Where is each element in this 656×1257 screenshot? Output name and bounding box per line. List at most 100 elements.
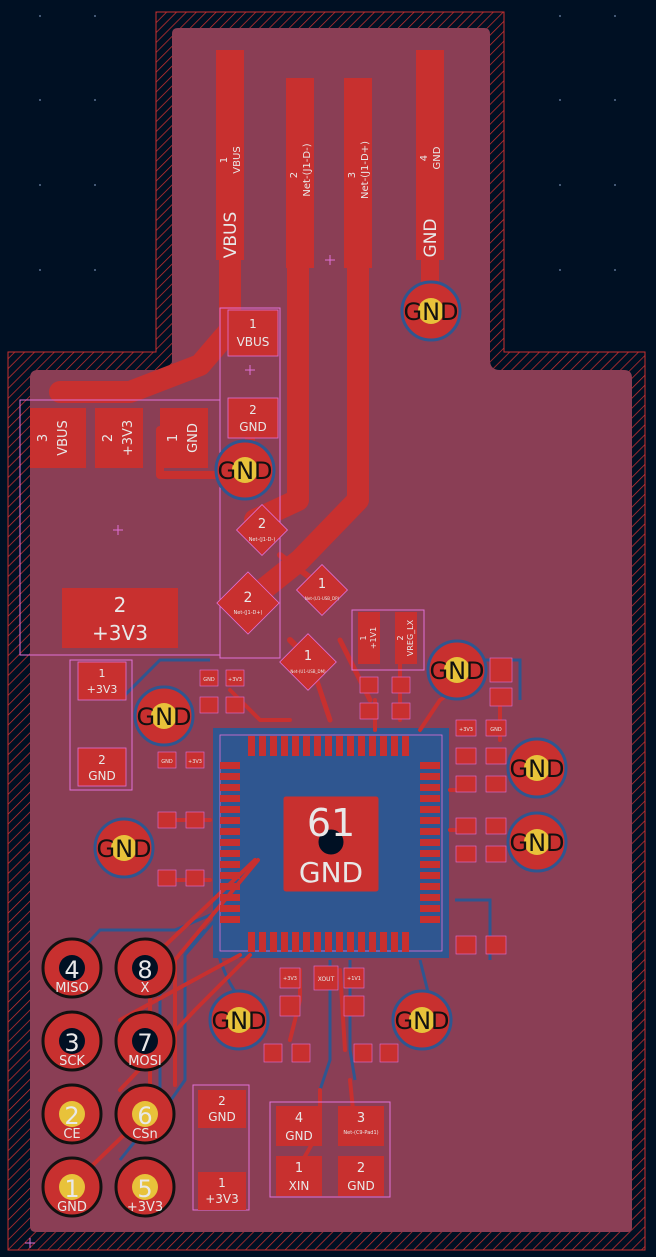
- pad-x3[interactable]: [338, 1106, 384, 1146]
- gnd-via-7[interactable]: GND: [93, 817, 155, 879]
- usb-pad-dplus[interactable]: [344, 78, 372, 268]
- header-pin-6-name: CSn: [132, 1127, 158, 1142]
- pad-d2-num: 2: [244, 590, 253, 606]
- pad-c2-num: 2: [249, 403, 257, 417]
- header-pin-8-name: X: [141, 981, 150, 996]
- pad-reg3[interactable]: [30, 408, 86, 468]
- label-xout: XOUT: [318, 976, 335, 983]
- header-pin-8[interactable]: 8X: [114, 937, 176, 999]
- pad-x2[interactable]: [338, 1156, 384, 1196]
- pad-r1-num: 1: [318, 577, 326, 592]
- header-pin-5-name: +3V3: [127, 1200, 163, 1215]
- usb-pad-dminus[interactable]: [286, 78, 314, 268]
- gnd-via-6[interactable]: GND: [506, 811, 568, 873]
- pad-x2-num: 2: [357, 1161, 365, 1176]
- header-pin-3-name: SCK: [59, 1054, 85, 1069]
- header-pin-4-name: MISO: [55, 981, 89, 996]
- pad-cap-a1-net: +3V3: [87, 683, 118, 696]
- pad-l1[interactable]: [358, 612, 380, 664]
- gnd-via-8[interactable]: GND: [208, 989, 270, 1051]
- gnd-via-4-label: GND: [136, 703, 191, 731]
- usb-pad2-net: Net-(J1-D-): [302, 143, 313, 196]
- pad-reg3-net: VBUS: [56, 420, 71, 456]
- pad-cap-b1-net: +3V3: [205, 1192, 239, 1206]
- gnd-via-9-label: GND: [394, 1007, 449, 1035]
- pad-l2[interactable]: [395, 612, 417, 664]
- pad-x4[interactable]: [276, 1106, 322, 1146]
- mcu-ep-via[interactable]: [315, 826, 347, 858]
- pad-cap-a2-net: GND: [88, 769, 116, 783]
- pad-x3-num: 3: [357, 1111, 365, 1126]
- header-pin-7-num: 7: [137, 1029, 152, 1057]
- label-gnd-a: GND: [203, 677, 215, 683]
- pad-d1[interactable]: [235, 503, 289, 557]
- gnd-via-3[interactable]: GND: [426, 639, 488, 701]
- usb-pad3-num: 3: [347, 172, 358, 178]
- gnd-via-4[interactable]: GND: [133, 685, 195, 747]
- pad-x1[interactable]: [276, 1156, 322, 1196]
- cap-b: 2 GND 1 +3V3: [198, 1090, 246, 1210]
- pad-r2[interactable]: [279, 633, 337, 691]
- header-pin-5[interactable]: 5+3V3: [114, 1156, 176, 1218]
- pad-r2-net: Net-(U1-USB_DM): [290, 669, 326, 674]
- usb-pad4-num: 4: [419, 155, 430, 161]
- pad-reg2-num: 2: [101, 434, 116, 442]
- pad-c2-net: GND: [239, 420, 267, 434]
- header-pin-5-num: 5: [137, 1175, 152, 1203]
- gnd-via-5[interactable]: GND: [506, 737, 568, 799]
- pad-cap-a2-num: 2: [98, 753, 106, 767]
- usb-pad-gnd[interactable]: [416, 50, 444, 260]
- header-pin-7-name: MOSI: [128, 1054, 162, 1069]
- pad-cap-a1[interactable]: [77, 661, 127, 701]
- pad-reg2-net: +3V3: [121, 420, 136, 456]
- usb-pad1-net: VBUS: [232, 146, 243, 173]
- gnd-via-9[interactable]: GND: [391, 989, 453, 1051]
- pad-cap-b2[interactable]: [198, 1090, 246, 1128]
- pad-reg-tab[interactable]: [62, 588, 178, 648]
- pad-x4-num: 4: [295, 1111, 303, 1126]
- usb-big-vbus: VBUS: [221, 212, 241, 259]
- gnd-via-5-label: GND: [509, 755, 564, 783]
- grid-dots: [39, 15, 616, 271]
- header-pin-1-name: GND: [57, 1200, 87, 1215]
- pad-reg1[interactable]: [160, 408, 208, 468]
- pad-cap-b2-num: 2: [218, 1094, 226, 1108]
- pad-reg2[interactable]: [95, 408, 143, 468]
- pad-cap-a2[interactable]: [77, 747, 127, 787]
- gnd-via-6-label: GND: [509, 829, 564, 857]
- mcu-ep-num: 61: [307, 801, 355, 845]
- usb-pad-vbus[interactable]: [216, 50, 244, 260]
- pad-reg-tab-net: +3V3: [92, 621, 148, 645]
- gnd-via-1[interactable]: GND: [400, 280, 462, 342]
- pad-c2[interactable]: [227, 397, 279, 439]
- pad-r2-num: 1: [304, 649, 312, 664]
- pad-r1[interactable]: [295, 563, 349, 617]
- pad-d1-net: Net-(J1-D-): [249, 537, 276, 543]
- pad-d2[interactable]: [216, 571, 280, 635]
- pad-reg1-net: GND: [186, 423, 201, 453]
- pad-xout[interactable]: [313, 965, 339, 991]
- pad-l2-num: 2: [396, 635, 405, 640]
- pad-c1[interactable]: [227, 309, 279, 357]
- pad-l1-num: 1: [359, 635, 368, 640]
- pad-cap-b1[interactable]: [198, 1172, 246, 1210]
- passives-small: [157, 657, 513, 1063]
- pad-d1-num: 2: [258, 517, 266, 532]
- cap-a: 1 +3V3 2 GND: [77, 661, 127, 787]
- gnd-via-2-label: GND: [217, 457, 272, 485]
- gnd-via-3-label: GND: [429, 657, 484, 685]
- header-pin-2[interactable]: 2CE: [41, 1083, 103, 1145]
- gnd-via-2[interactable]: GND: [214, 439, 276, 501]
- pad-x4-net: GND: [285, 1129, 313, 1143]
- gnd-via-8-label: GND: [211, 1007, 266, 1035]
- usb-pad3-net: Net-(J1-D+): [360, 141, 371, 199]
- pad-cap-b2-net: GND: [208, 1110, 236, 1124]
- usb-pad1-num: 1: [219, 157, 230, 163]
